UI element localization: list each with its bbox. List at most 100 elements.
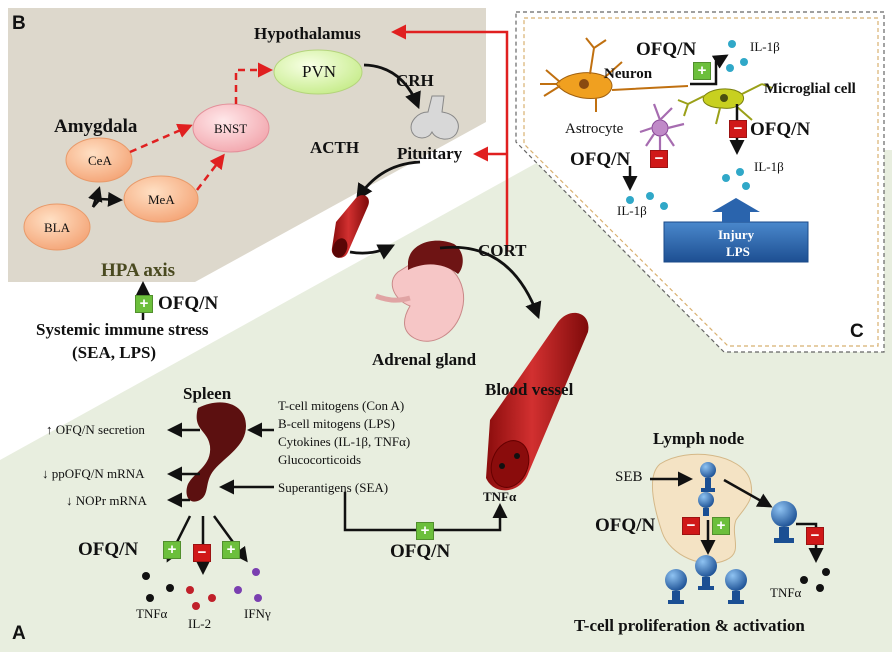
- neuron-ofq-label: OFQ/N: [636, 39, 697, 60]
- astrocyte-icon: [639, 103, 685, 152]
- cea-label: CeA: [88, 153, 112, 168]
- vessel-tnf-dot-2: [514, 453, 520, 459]
- mea-node: [123, 175, 199, 223]
- adrenal-kidney: [391, 259, 464, 342]
- bla-to-mea-arrow: [92, 191, 123, 208]
- neuron-plus-sign: +: [693, 62, 711, 80]
- bnst-node: [192, 103, 270, 153]
- neuron-icon: [540, 37, 689, 112]
- microglia-il1b-label: IL-1β: [754, 159, 784, 174]
- t-cell-caption: T-cell proliferation & activation: [574, 616, 805, 635]
- spleen-input-3: Cytokines (IL-1β, TNFα): [278, 434, 411, 449]
- il2-dot: [192, 602, 200, 610]
- tcell-minus-sign: −: [806, 527, 824, 545]
- acth-label: ACTH: [310, 138, 360, 157]
- pituitary-to-vessel-arrow: [356, 160, 421, 201]
- il1b-dot: [722, 174, 730, 182]
- neuron-il1b-label: IL-1β: [750, 39, 780, 54]
- bla-label: BLA: [44, 220, 70, 235]
- spleen-organ: [186, 402, 246, 502]
- il1b-dot: [742, 182, 750, 190]
- tnf-plus-sign: +: [163, 541, 181, 559]
- microglia-ofq-label: OFQ/N: [750, 119, 811, 140]
- seb-label: SEB: [615, 469, 643, 485]
- vessel-to-adrenal-arrow: [349, 244, 396, 260]
- hpa-plus-sign: +: [135, 295, 153, 313]
- t-cell-inner: [700, 462, 716, 492]
- hypothalamus-label: Hypothalamus: [254, 24, 361, 43]
- t-cell-proliferated: [725, 569, 747, 604]
- spleen-output-3: ↓ NOPr mRNA: [66, 493, 147, 508]
- lymph-tnf-dot: [800, 576, 808, 584]
- microglia-label: Microglial cell: [764, 81, 856, 97]
- bnst-label: BNST: [214, 121, 248, 136]
- pvn-node: [273, 49, 363, 95]
- blood-vessel-opening: [490, 440, 530, 488]
- t-cell-proliferated: [665, 569, 687, 604]
- microglia-icon: [677, 83, 773, 125]
- spleen-down-arrow-ifn: [212, 515, 248, 563]
- pvn-to-pituitary-arrow: [363, 63, 421, 110]
- tcell-to-tnf-arrow: [796, 522, 824, 563]
- crh-label: CRH: [396, 71, 434, 90]
- ifn-dot: [254, 594, 262, 602]
- panel-c-letter: C: [850, 321, 864, 342]
- il1b-dot: [726, 64, 734, 72]
- stress-label-line2: (SEA, LPS): [72, 343, 157, 362]
- mea-label: MeA: [148, 192, 175, 207]
- microglia-minus-sign: −: [729, 120, 747, 138]
- pituitary-label: Pituitary: [397, 144, 463, 163]
- il1b-dot: [646, 192, 654, 200]
- il2-label: IL-2: [188, 616, 212, 631]
- il2-minus-sign: −: [193, 544, 211, 562]
- il2-dot: [186, 586, 194, 594]
- stress-label-line1: Systemic immune stress: [36, 320, 209, 339]
- lymph-plus-sign: +: [712, 517, 730, 535]
- cort-feedback-line: [391, 24, 509, 252]
- tnf-dot: [142, 572, 150, 580]
- ifn-dot: [252, 568, 260, 576]
- t-cell-inner: [698, 492, 714, 516]
- ifn-label: IFNγ: [244, 606, 271, 621]
- t-cell-activated: [771, 501, 797, 543]
- lymph-tnf-dot: [822, 568, 830, 576]
- injury-label: Injury: [718, 227, 755, 242]
- spleen-input-5: Superantigens (SEA): [278, 480, 389, 495]
- il2-dot: [208, 594, 216, 602]
- panel-a-letter: A: [12, 623, 26, 644]
- small-vessel-opening: [332, 238, 348, 258]
- il1b-dot: [660, 202, 668, 210]
- neuron-label: Neuron: [604, 66, 653, 82]
- lymph-tnf-dot: [816, 584, 824, 592]
- lymph-tnf-label: TNFα: [770, 585, 802, 600]
- il1b-dot: [728, 40, 736, 48]
- vessel-ofq-label: OFQ/N: [390, 541, 451, 562]
- panel-c-inner-frame: [523, 17, 879, 347]
- vessel-tnf-dot-1: [499, 463, 505, 469]
- lymph-minus-sign: −: [682, 517, 700, 535]
- il1b-dot: [736, 168, 744, 176]
- vessel-tnf-label: TNFα: [483, 489, 517, 504]
- astrocyte-il1b-label: IL-1β: [617, 203, 647, 218]
- ifn-plus-sign: +: [222, 541, 240, 559]
- adrenal-gland-label: Adrenal gland: [372, 350, 477, 369]
- vessel-plus-sign: +: [416, 522, 434, 540]
- injury-arrow-head: [712, 198, 760, 222]
- blood-vessel-label: Blood vessel: [485, 380, 574, 399]
- spleen-input-1: T-cell mitogens (Con A): [278, 398, 405, 413]
- spleen-output-2: ↓ ppOFQ/N mRNA: [42, 466, 145, 481]
- cea-to-bnst-arrow: [129, 123, 193, 154]
- cort-label: CORT: [478, 241, 527, 260]
- t-cell-proliferated: [695, 555, 717, 590]
- neuron-to-il1b-arrow: [690, 54, 729, 86]
- lymph-ofq-label: OFQ/N: [595, 515, 656, 536]
- hpa-ofq-label: OFQ/N: [158, 293, 219, 314]
- bla-node: [23, 203, 91, 251]
- adrenal-vessel: [375, 293, 411, 303]
- astrocyte-minus-sign: −: [650, 150, 668, 168]
- lps-label: LPS: [726, 244, 750, 259]
- il1b-dot: [626, 196, 634, 204]
- tnf-label: TNFα: [136, 606, 168, 621]
- spleen-input-2: B-cell mitogens (LPS): [278, 416, 395, 431]
- hpa-axis-label: HPA axis: [101, 260, 176, 281]
